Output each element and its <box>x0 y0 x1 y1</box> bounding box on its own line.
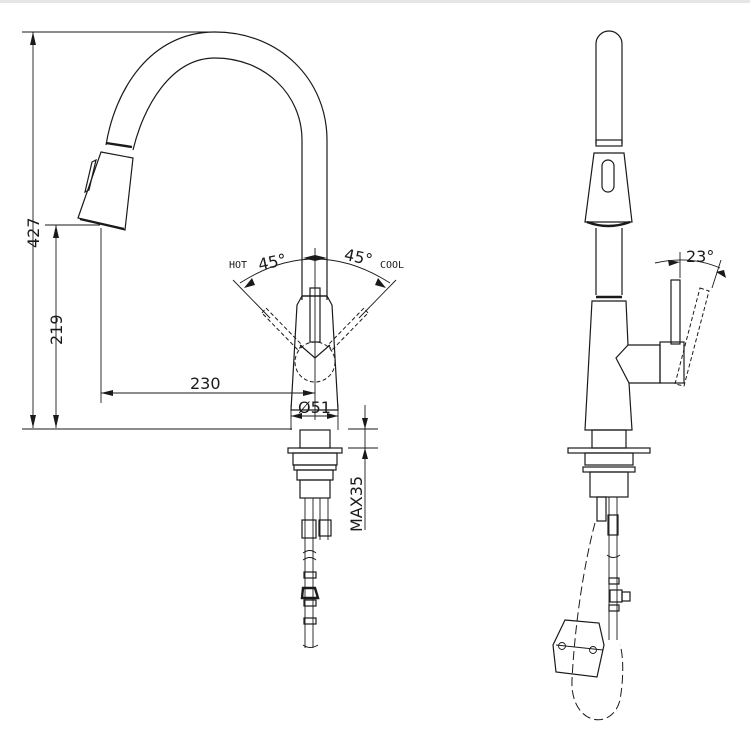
spout <box>77 31 328 300</box>
dimension-diameter-51: Ø51 <box>290 398 339 430</box>
front-view: 427 219 230 <box>22 31 404 648</box>
dimension-219: 219 <box>45 224 100 428</box>
dimension-427: 427 <box>22 31 218 428</box>
dimension-label-max35: MAX35 <box>347 476 366 532</box>
dimension-label-diameter: Ø51 <box>298 398 331 417</box>
handle-rotation-arcs: HOT 45° 45° COOL <box>229 245 404 319</box>
cool-label: COOL <box>380 260 404 271</box>
mounting-assembly: MAX35 <box>287 405 378 648</box>
dimension-label-230: 230 <box>190 374 221 393</box>
hot-angle: 45° <box>256 250 288 274</box>
tilt-angle-label: 23° <box>686 247 714 266</box>
top-border <box>0 0 750 3</box>
hot-label: HOT <box>229 260 247 271</box>
cool-angle: 45° <box>343 245 375 269</box>
dimension-label-427: 427 <box>24 217 43 248</box>
side-view: 23° <box>552 30 726 721</box>
faucet-body <box>261 248 369 420</box>
dimension-label-219: 219 <box>47 314 66 345</box>
dimension-230: 230 <box>100 228 315 403</box>
